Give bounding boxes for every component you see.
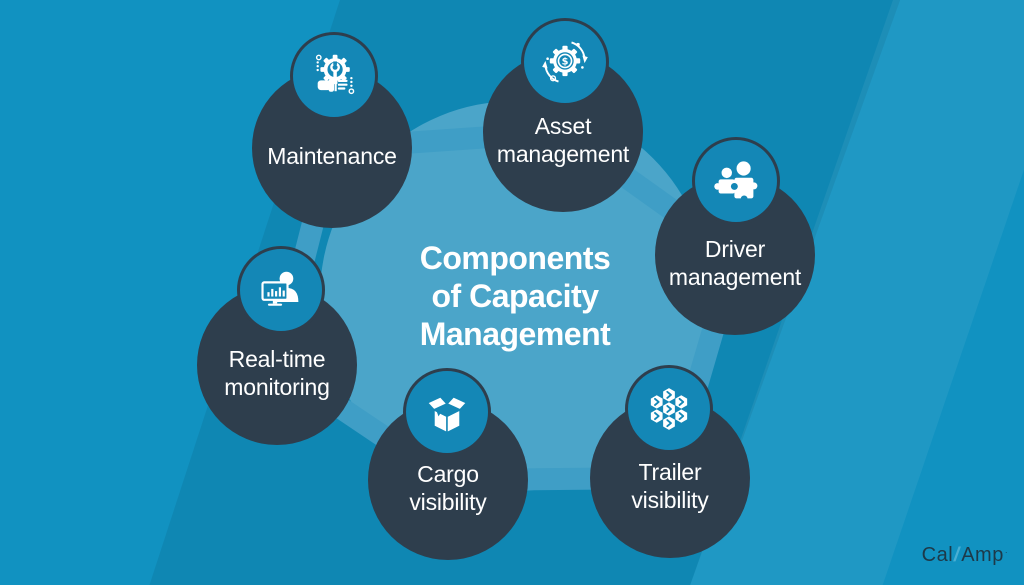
logo-amp: Amp <box>961 544 1004 566</box>
label-line: Cargo <box>417 461 479 487</box>
svg-text:$: $ <box>562 57 569 68</box>
node-real-time-monitoring-label: Real-time monitoring <box>224 345 330 401</box>
calamp-logo: Cal / Amp · <box>922 544 1008 567</box>
driver-management-icon-circle <box>692 137 780 225</box>
label-line: Real-time <box>228 346 326 372</box>
node-asset-management-label: Asset management <box>497 112 629 168</box>
node-driver-management-label: Driver management <box>669 235 801 291</box>
logo-trademark: · <box>1004 548 1008 557</box>
label-line: Driver <box>704 236 766 262</box>
label-line: monitoring <box>224 374 330 400</box>
label-line: management <box>668 264 802 290</box>
real-time-monitoring-icon-circle <box>237 246 325 334</box>
trailer-visibility-icon-circle <box>625 365 713 453</box>
asset-cycle-gear-dollar-icon: $ <box>542 41 588 83</box>
maintenance-gear-wrench-icon <box>315 54 355 95</box>
logo-cal: Cal <box>921 544 954 566</box>
node-cargo-visibility-label: Cargo visibility <box>409 460 486 516</box>
label-line: management <box>496 141 630 167</box>
cargo-visibility-icon-circle <box>403 368 491 456</box>
diagram-title: Components of Capacity Management <box>420 239 611 353</box>
label-line: Trailer <box>638 459 702 485</box>
node-maintenance: Maintenance <box>252 68 412 228</box>
title-line-3: Management <box>419 316 611 352</box>
label-line: Maintenance <box>267 143 397 169</box>
title-line-1: Components <box>419 240 611 276</box>
label-line: Asset <box>534 113 592 139</box>
asset-management-icon-circle: $ <box>521 18 609 106</box>
driver-people-puzzle-icon <box>714 161 758 203</box>
title-line-2: of Capacity <box>431 278 599 314</box>
node-trailer-visibility-label: Trailer visibility <box>631 458 708 514</box>
label-line: visibility <box>409 489 487 515</box>
label-line: visibility <box>631 487 709 513</box>
cargo-open-box-icon <box>426 396 468 434</box>
realtime-monitor-person-icon <box>261 271 299 306</box>
node-maintenance-label: Maintenance <box>267 142 397 170</box>
maintenance-icon-circle <box>290 32 378 120</box>
trailer-hexagon-cluster-icon <box>649 387 689 431</box>
